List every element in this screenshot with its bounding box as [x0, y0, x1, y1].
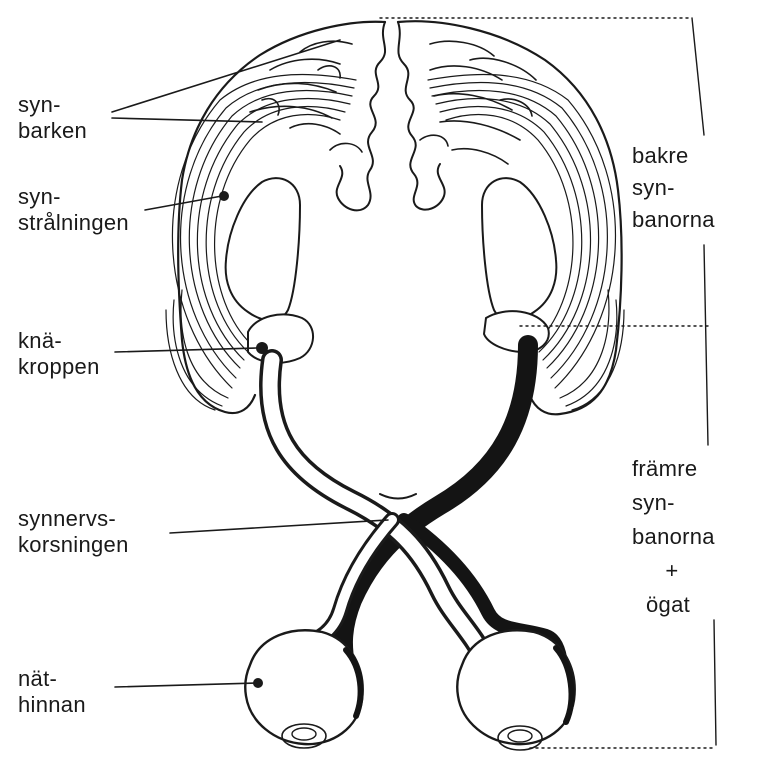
right-ventricle — [482, 178, 556, 320]
bracket-vertical-lower — [714, 620, 716, 745]
label-visual-cortex-line1: syn- — [18, 92, 87, 118]
leader-retina — [115, 683, 256, 687]
label-visual-cortex: syn- barken — [18, 92, 87, 144]
right-medial-gyri — [398, 22, 445, 210]
label-geniculate-body: knä- kroppen — [18, 328, 100, 380]
light-optic-pathway-fill — [270, 360, 486, 660]
label-optic-radiation: syn- strålningen — [18, 184, 129, 236]
label-retina-line2: hinnan — [18, 692, 86, 718]
label-anterior-pathways-line5: ögat — [632, 588, 715, 622]
left-eye — [245, 630, 362, 748]
bracket-vertical-mid — [704, 245, 708, 445]
label-anterior-pathways-line3: banorna — [632, 520, 715, 554]
label-posterior-pathways-line1: bakre — [632, 140, 715, 172]
label-anterior-pathways-line2: syn- — [632, 486, 715, 520]
label-optic-chiasm-line1: synnervs- — [18, 506, 129, 532]
label-posterior-pathways: bakre syn- banorna — [632, 140, 715, 236]
optic-chiasm-bridge — [380, 494, 416, 499]
label-optic-chiasm: synnervs- korsningen — [18, 506, 129, 558]
left-ventricle — [226, 178, 300, 320]
optic-radiation-dot — [219, 191, 229, 201]
leader-visual-cortex-a — [112, 40, 340, 112]
label-geniculate-body-line1: knä- — [18, 328, 100, 354]
label-posterior-pathways-line3: banorna — [632, 204, 715, 236]
label-optic-radiation-line2: strålningen — [18, 210, 129, 236]
leader-chiasm — [170, 520, 388, 533]
label-anterior-pathways-line1: främre — [632, 452, 715, 486]
bracket-vertical-upper — [692, 18, 704, 135]
left-medial-gyri — [337, 22, 385, 210]
label-geniculate-body-line2: kroppen — [18, 354, 100, 380]
label-anterior-pathways: främre syn- banorna + ögat — [632, 452, 715, 622]
label-retina: nät- hinnan — [18, 666, 86, 718]
label-optic-radiation-line1: syn- — [18, 184, 129, 210]
label-optic-chiasm-line2: korsningen — [18, 532, 129, 558]
label-retina-line1: nät- — [18, 666, 86, 692]
right-eye — [457, 630, 574, 750]
label-anterior-pathways-plus: + — [632, 554, 712, 588]
label-visual-cortex-line2: barken — [18, 118, 87, 144]
right-cortex-folds — [420, 41, 536, 164]
leader-visual-cortex-b — [112, 118, 262, 122]
label-posterior-pathways-line2: syn- — [632, 172, 715, 204]
right-geniculate-body — [484, 311, 549, 352]
